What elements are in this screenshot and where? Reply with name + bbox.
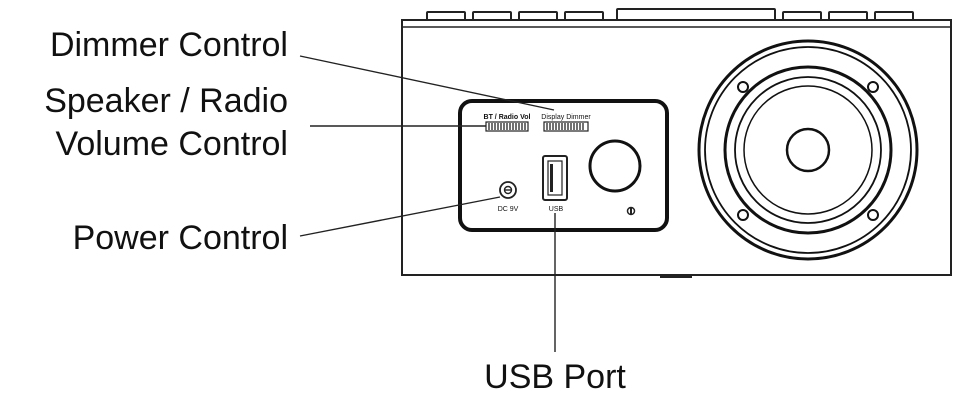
leader-lines bbox=[299, 55, 556, 352]
dimmer-control-callout: Dimmer Control bbox=[50, 26, 288, 64]
power-indicator-icon bbox=[626, 206, 636, 216]
speaker-screws bbox=[737, 81, 879, 221]
control-knob[interactable] bbox=[588, 139, 642, 193]
device-foot bbox=[660, 275, 692, 278]
display-dimmer-label: Display Dimmer bbox=[541, 114, 591, 121]
power-leader-line bbox=[299, 196, 501, 237]
dimmer-wheel[interactable] bbox=[543, 121, 589, 132]
volume-wheel[interactable] bbox=[485, 121, 529, 132]
power-control-callout: Power Control bbox=[73, 219, 288, 257]
bt-radio-vol-label: BT / Radio Vol bbox=[484, 114, 531, 121]
speaker bbox=[697, 39, 919, 261]
usb-port-callout: USB Port bbox=[484, 358, 626, 396]
usb-port[interactable] bbox=[542, 155, 568, 201]
volume-control-callout-line2: Volume Control bbox=[56, 125, 288, 163]
dc-9v-label: DC 9V bbox=[498, 206, 519, 213]
volume-control-callout-line1: Speaker / Radio bbox=[44, 82, 288, 120]
dimmer-leader-line bbox=[299, 55, 555, 111]
dc-jack[interactable] bbox=[499, 181, 517, 199]
device-top-buttons bbox=[426, 8, 914, 22]
usb-label: USB bbox=[549, 206, 564, 213]
